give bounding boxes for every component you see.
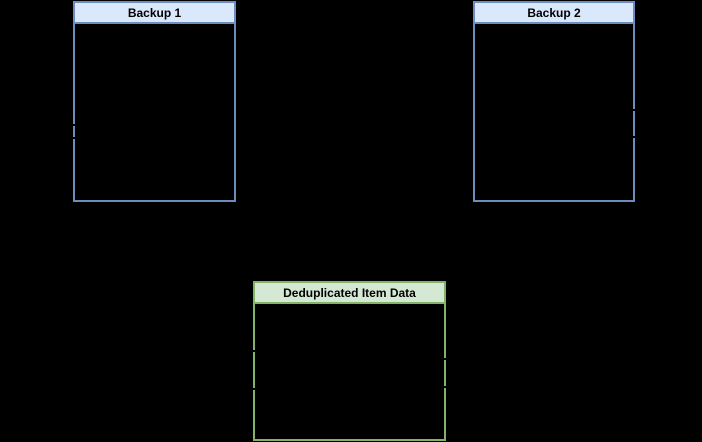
divider-tick <box>252 350 257 352</box>
backup1-entity-box: Backup 1 <box>73 1 236 202</box>
deduplicated-item-data-title: Deduplicated Item Data <box>283 285 416 300</box>
divider-tick <box>633 136 638 138</box>
divider-tick <box>72 137 77 139</box>
backup2-entity-box: Backup 2 <box>473 1 635 202</box>
divider-tick <box>443 358 448 360</box>
divider-tick <box>633 109 638 111</box>
divider-tick <box>443 386 448 388</box>
backup1-header: Backup 1 <box>75 3 234 24</box>
backup1-title: Backup 1 <box>127 5 182 20</box>
divider-tick <box>252 388 257 390</box>
deduplicated-item-data-entity-box: Deduplicated Item Data <box>253 281 446 441</box>
backup2-title: Backup 2 <box>527 5 581 20</box>
divider-tick <box>72 124 77 126</box>
backup2-header: Backup 2 <box>475 3 633 24</box>
deduplicated-item-data-header: Deduplicated Item Data <box>255 283 444 304</box>
